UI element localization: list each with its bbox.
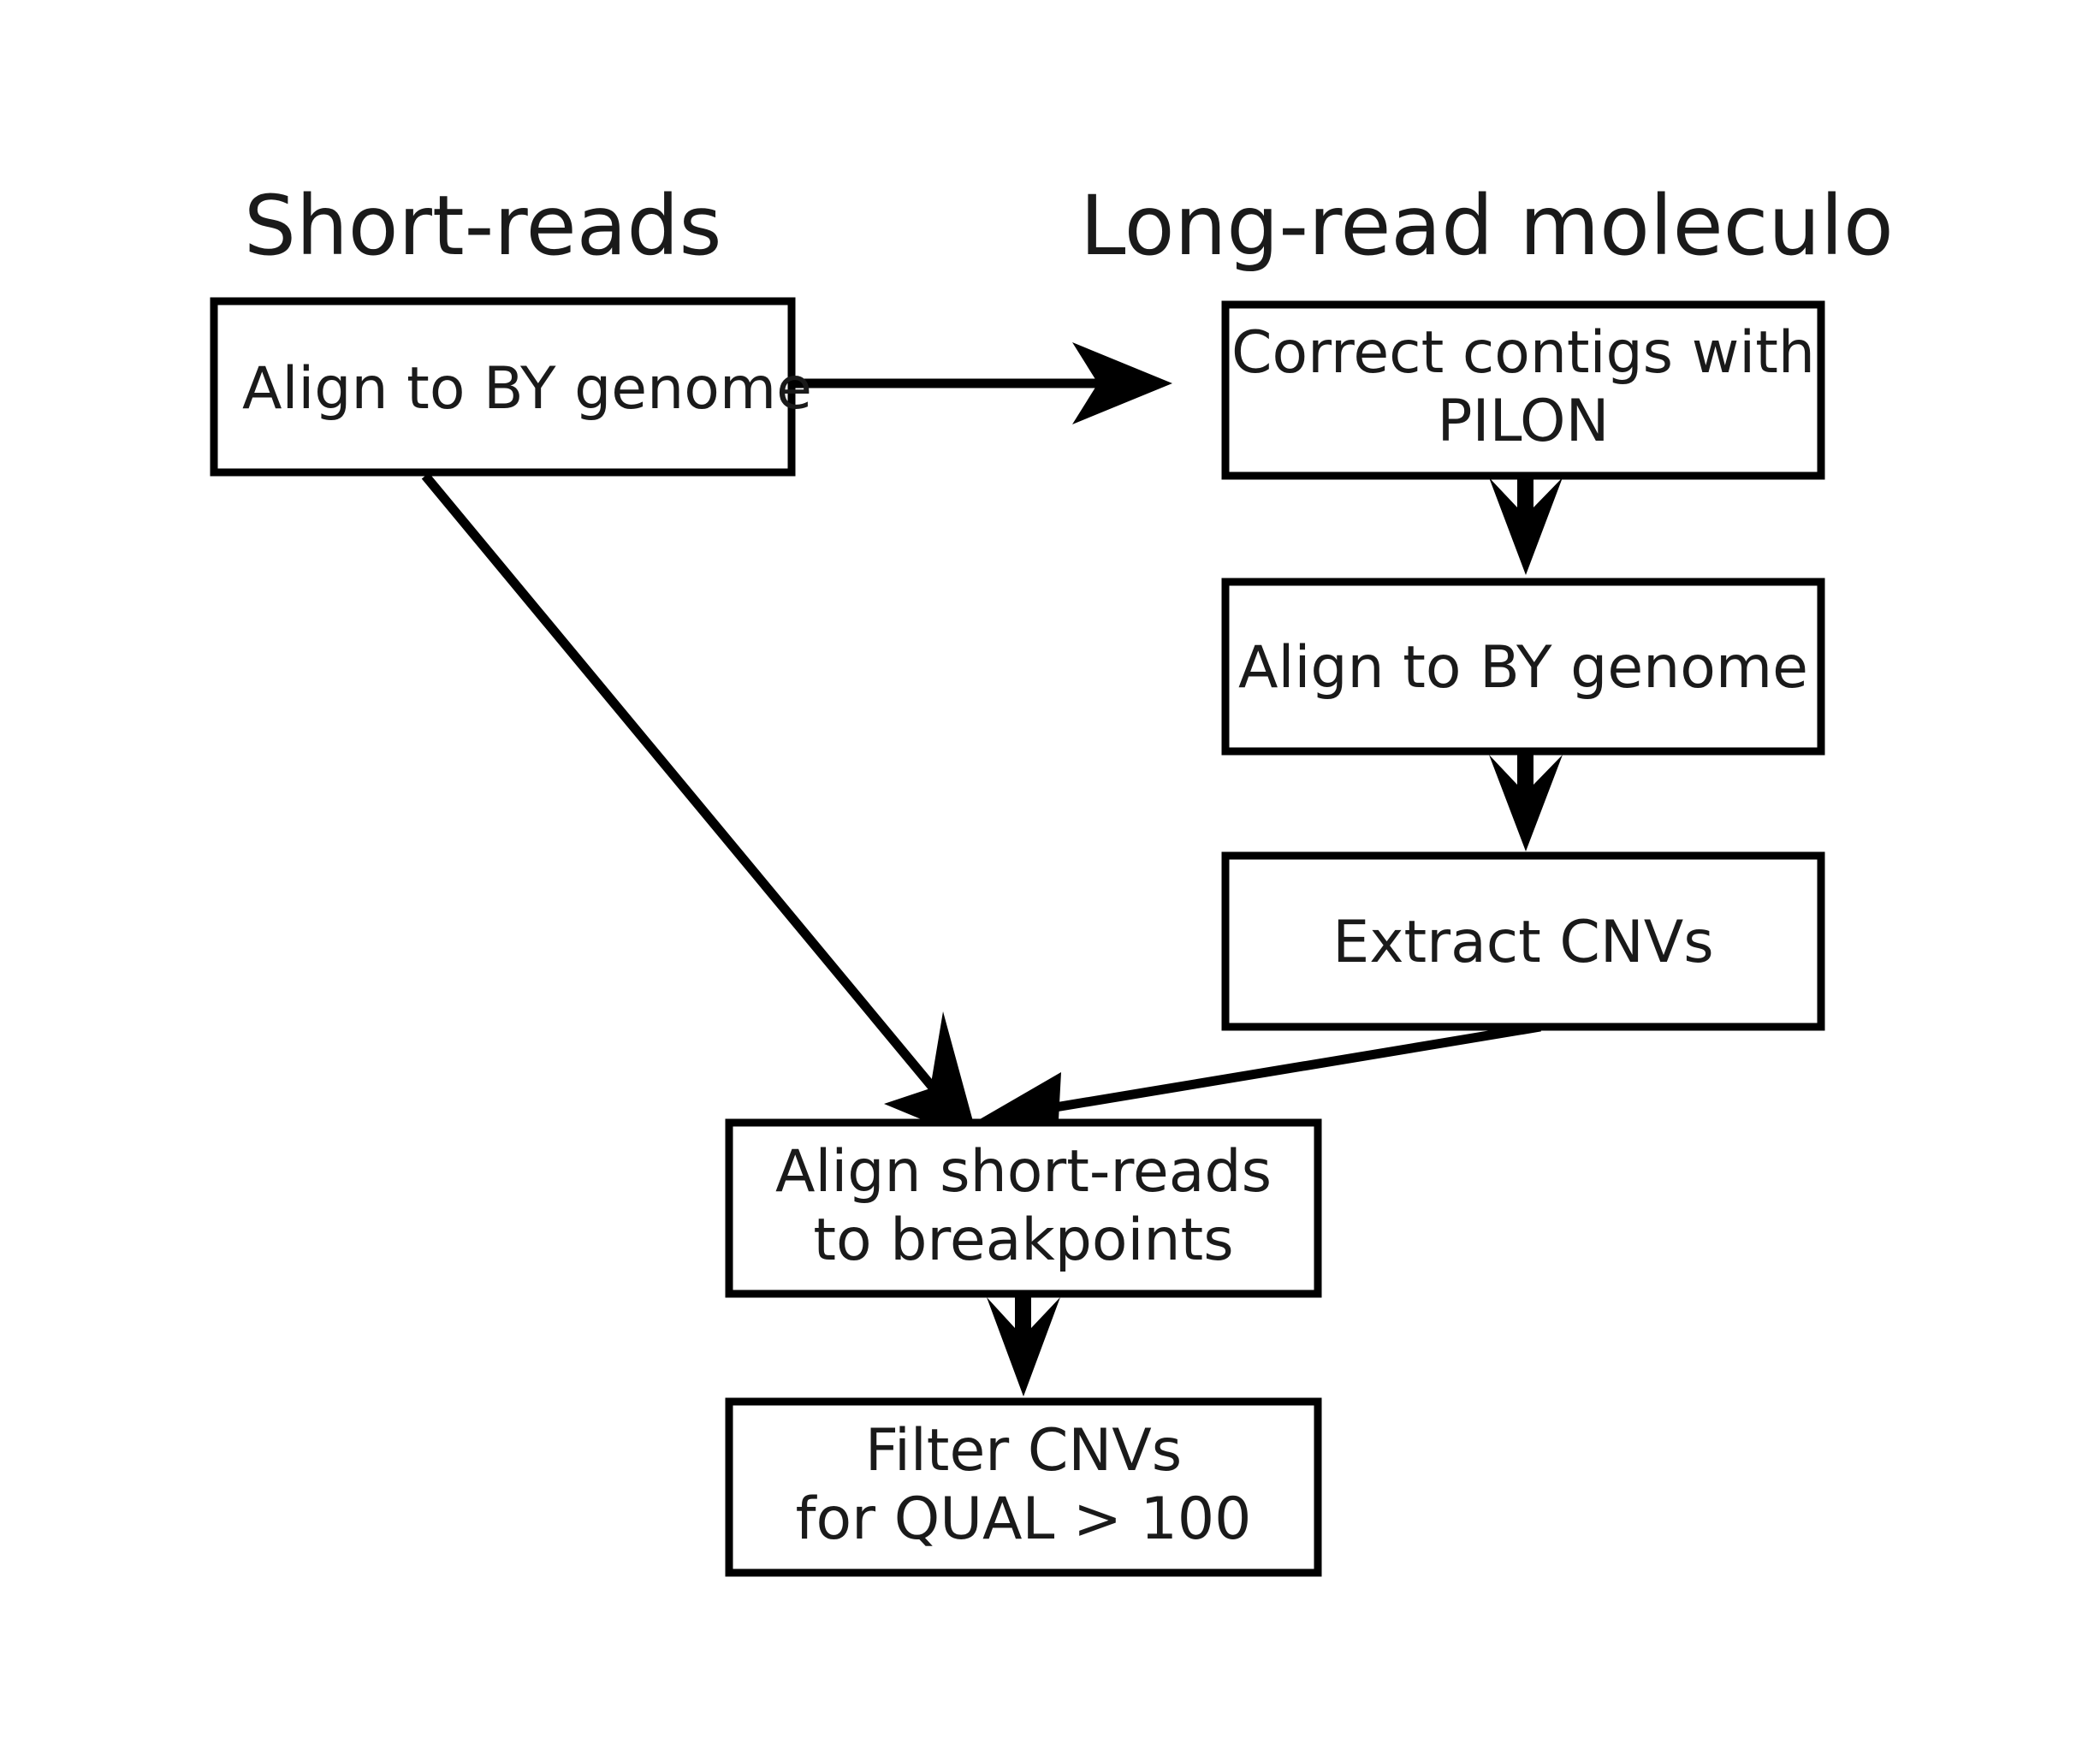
node-label-breakpoints-line2: to breakpoints — [813, 1207, 1233, 1274]
node-filter-cnvs[interactable]: Filter CNVs for QUAL > 100 — [725, 1397, 1322, 1577]
node-extract-cnvs[interactable]: Extract CNVs — [1221, 851, 1825, 1031]
node-box-rect[interactable] — [1221, 851, 1825, 1031]
node-box-rect[interactable] — [1221, 300, 1825, 480]
node-correct-contigs-with-pilon[interactable]: Correct contigs with PILON — [1221, 300, 1825, 480]
edge-breakpoints-to-filter-cnvs — [987, 1297, 1060, 1396]
node-label-breakpoints-line1: Align short-reads — [775, 1138, 1272, 1206]
node-label-filter-cnvs-line2: for QUAL > 100 — [796, 1485, 1252, 1553]
node-label-align-to-by-genome-long: Align to BY genome — [1238, 634, 1808, 702]
edge-correct-contigs-to-align-by — [1489, 477, 1563, 575]
node-box-rect[interactable] — [210, 297, 796, 477]
node-label-correct-contigs-line1: Correct contigs with — [1231, 319, 1815, 387]
node-align-to-by-genome-long[interactable]: Align to BY genome — [1221, 578, 1825, 756]
edge-short-reads-to-breakpoints — [421, 472, 979, 1143]
node-label-extract-cnvs: Extract CNVs — [1332, 909, 1713, 976]
node-label-filter-cnvs-line1: Filter CNVs — [865, 1417, 1182, 1485]
edge-short-reads-to-correct-contigs — [792, 342, 1172, 424]
column-heading-long-read-moleculo: Long-read moleculo — [1080, 178, 1894, 274]
node-label-correct-contigs-line2: PILON — [1438, 388, 1610, 455]
node-box-rect[interactable] — [725, 1397, 1322, 1577]
node-box-rect[interactable] — [725, 1118, 1322, 1298]
edge-align-by-to-extract-cnvs — [1489, 755, 1563, 851]
node-align-to-by-genome-short[interactable]: Align to BY genome — [210, 297, 812, 477]
arrowhead-down-icon-1 — [1489, 477, 1563, 575]
node-label-align-to-by-genome-short: Align to BY genome — [242, 355, 812, 423]
node-align-short-reads-to-breakpoints[interactable]: Align short-reads to breakpoints — [725, 1118, 1322, 1298]
arrowhead-down-icon-2 — [1489, 755, 1563, 851]
node-box-rect[interactable] — [1221, 578, 1825, 756]
arrowhead-right-icon — [1072, 342, 1172, 424]
arrowhead-down-icon-3 — [987, 1297, 1060, 1396]
arrowhead-down-right-icon — [884, 1011, 979, 1143]
edge-line-diagonal-left — [421, 472, 950, 1106]
column-heading-short-reads: Short-reads — [244, 178, 721, 274]
edge-line-diagonal-right — [1013, 1022, 1541, 1119]
